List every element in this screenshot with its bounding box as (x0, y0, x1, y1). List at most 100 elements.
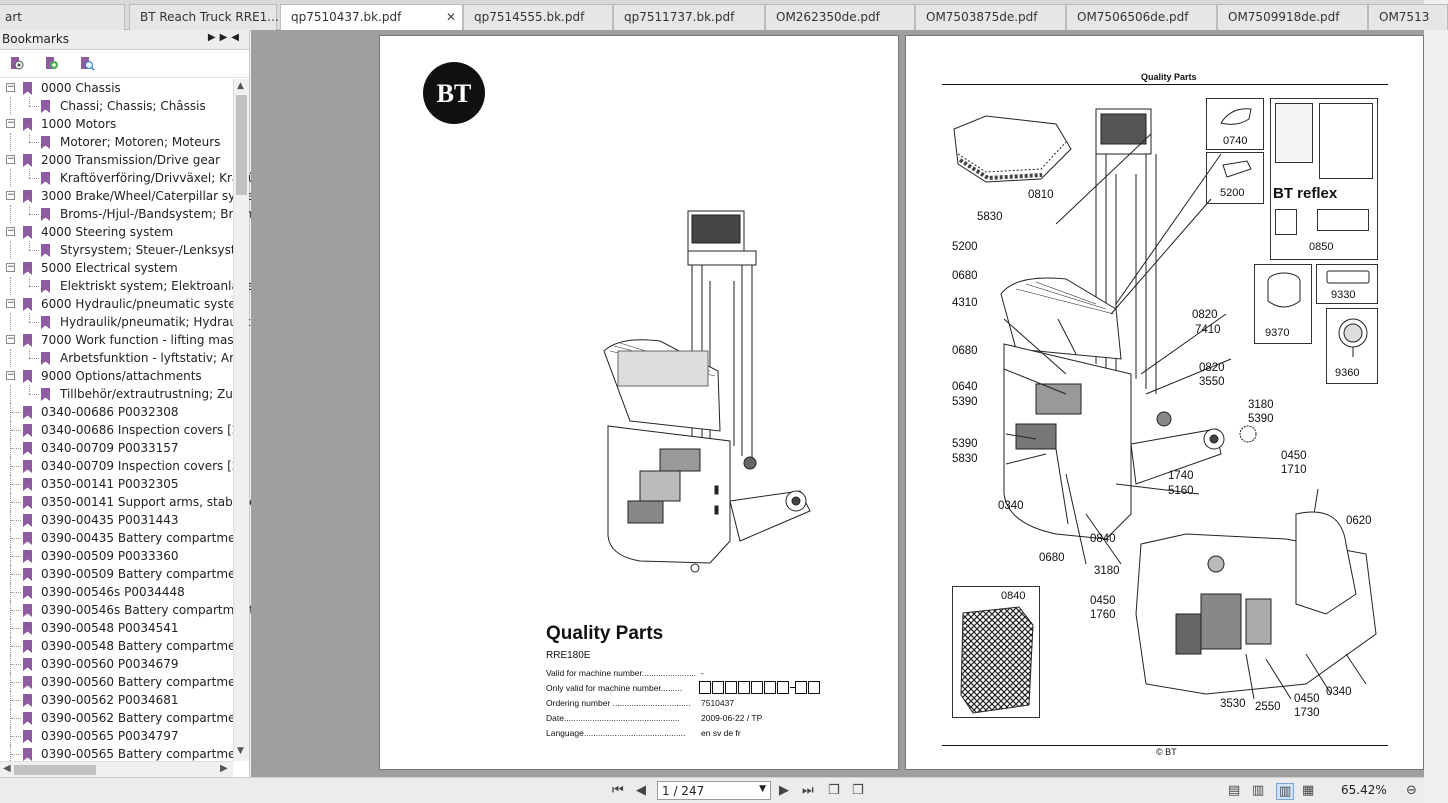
bookmark-item[interactable]: −2000 Transmission/Drive gear (0, 151, 233, 169)
add-bookmark-icon[interactable] (44, 56, 60, 72)
bookmark-item[interactable]: 0350-00141 P0032305 (0, 475, 233, 493)
collapse-toggle-icon[interactable]: − (6, 190, 15, 200)
bookmark-subitem[interactable]: Styrsystem; Steuer-/Lenksyster (0, 241, 248, 259)
bookmark-subitem[interactable]: Chassi; Chassis; Châssis (0, 97, 233, 115)
bookmark-subitem[interactable]: Broms-/Hjul-/Bandsystem; Brem (0, 205, 252, 223)
scroll-up-icon[interactable]: ▲ (237, 81, 244, 91)
bookmark-subitem[interactable]: Elektriskt system; Elektroanlage (0, 277, 254, 295)
last-page-icon[interactable]: ⏭ (802, 783, 814, 798)
first-page-icon[interactable]: ⏮ (612, 783, 624, 798)
bookmark-item[interactable]: 0390-00435 P0031443 (0, 511, 233, 529)
bookmark-subitem[interactable]: Hydraulik/pneumatik; Hydraulika (0, 313, 258, 331)
scroll-right-icon[interactable]: ▶ (220, 763, 228, 774)
bookmark-settings-icon[interactable] (9, 56, 25, 72)
collapse-toggle-icon[interactable]: − (6, 262, 15, 272)
bookmark-item[interactable]: −5000 Electrical system (0, 259, 233, 277)
bookmark-item[interactable]: 0390-00560 P0034679 (0, 655, 233, 673)
tab-6[interactable]: OM7503875de.pdf (915, 4, 1066, 30)
document-view[interactable]: BT Quality Parts RRE180E Valid for (251, 30, 1424, 777)
bookmark-label: 0390-00560 Battery compartment (41, 675, 248, 689)
bookmark-item[interactable]: −1000 Motors (0, 115, 233, 133)
bookmark-item[interactable]: 0390-00435 Battery compartment (0, 529, 248, 547)
bookmark-item[interactable]: 0350-00141 Support arms, stabilize (0, 493, 256, 511)
bookmark-subitem[interactable]: Tillbehör/extrautrustning; Zube (0, 385, 248, 403)
bookmark-item[interactable]: 0390-00565 Battery compartment (0, 745, 248, 763)
bookmark-item[interactable]: − 9000 Options/attachments (0, 367, 233, 385)
collapse-toggle-icon[interactable]: − (6, 154, 15, 164)
bookmark-item[interactable]: 0390-00509 P0033360 (0, 547, 233, 565)
bookmark-item[interactable]: 0340-00686 Inspection covers [20 (0, 421, 247, 439)
bookmark-item[interactable]: −3000 Brake/Wheel/Caterpillar syste (0, 187, 254, 205)
panel-controls[interactable]: ▶▶◀ (208, 32, 243, 43)
zoom-out-icon[interactable]: ⊖ (1406, 783, 1417, 798)
previous-page-icon[interactable]: ◀ (636, 783, 646, 798)
scroll-down-icon[interactable]: ▼ (237, 746, 244, 756)
tab-1[interactable]: BT Reach Truck RRE1... (129, 4, 279, 30)
chevron-down-icon[interactable]: ▼ (759, 784, 766, 794)
bookmark-item[interactable]: 0390-00562 Battery compartment (0, 709, 248, 727)
collapse-toggle-icon[interactable]: − (6, 334, 15, 344)
vertical-scrollbar[interactable]: ▲ ▼ (233, 79, 249, 761)
bookmark-item[interactable]: 0390-00548 Battery compartment (0, 637, 248, 655)
bookmark-item[interactable]: −7000 Work function - lifting masts (0, 331, 245, 349)
page-number-value: 1 / 247 (662, 784, 705, 798)
tab-4[interactable]: qp7511737.bk.pdf (613, 4, 765, 30)
part-callout: 5200 (952, 241, 978, 253)
scroll-thumb[interactable] (236, 95, 247, 195)
continuous-facing-icon[interactable]: ▦ (1302, 783, 1315, 798)
next-page-icon[interactable]: ▶ (779, 783, 789, 798)
part-box-0850: BT reflex 0850 (1270, 98, 1378, 260)
single-page-view-icon[interactable]: ▤ (1228, 783, 1241, 798)
bookmark-item[interactable]: −6000 Hydraulic/pneumatic system (0, 295, 247, 313)
digit-box (712, 681, 724, 694)
tab-0[interactable]: art (0, 4, 125, 30)
bookmark-subitem[interactable]: Motorer; Motoren; Moteurs (0, 133, 233, 151)
horizontal-scrollbar[interactable]: ◀ ▶ (0, 761, 233, 777)
bookmark-item[interactable]: 0390-00565 P0034797 (0, 727, 233, 745)
bookmark-subitem[interactable]: Kraftöverföring/Drivväxel; Kraftü (0, 169, 256, 187)
tree-connector (11, 592, 21, 593)
bookmark-item[interactable]: 0390-00548 P0034541 (0, 619, 233, 637)
bookmark-label: 0390-00548 Battery compartment (41, 639, 248, 653)
digit-box (795, 681, 807, 694)
bookmark-item[interactable]: 0390-00560 Battery compartment (0, 673, 248, 691)
collapse-toggle-icon[interactable]: − (6, 82, 15, 92)
expand-panel-icon[interactable]: ▶▶ (207, 32, 232, 43)
tree-connector (10, 349, 11, 367)
bookmark-item[interactable]: 0390-00546s P0034448 (0, 583, 233, 601)
part-callout: 1730 (1294, 707, 1320, 719)
tab-3[interactable]: qp7514555.bk.pdf (463, 4, 613, 30)
h-scroll-thumb[interactable] (14, 765, 96, 775)
bookmark-item[interactable]: 0390-00546s Battery compartment (0, 601, 254, 619)
facing-view-icon[interactable]: ▥ (1276, 783, 1295, 800)
copy-icon[interactable]: ❐ (828, 783, 840, 798)
tab-5[interactable]: OM262350de.pdf (765, 4, 915, 30)
collapse-toggle-icon[interactable]: − (6, 370, 15, 380)
scroll-left-icon[interactable]: ◀ (3, 763, 11, 774)
collapse-toggle-icon[interactable]: − (6, 118, 15, 128)
zoom-level[interactable]: 65.42% (1341, 783, 1387, 797)
tab-9[interactable]: OM7513 (1368, 4, 1448, 30)
page-number-input[interactable]: 1 / 247 ▼ (657, 781, 771, 800)
bookmark-subitem[interactable]: Arbetsfunktion - lyftstativ; Arbe (0, 349, 249, 367)
tab-2[interactable]: qp7510437.bk.pdf✕ (280, 4, 463, 31)
tab-7[interactable]: OM7506506de.pdf (1066, 4, 1217, 30)
paste-icon[interactable]: ❐ (852, 783, 864, 798)
bookmark-item[interactable]: 0340-00709 Inspection covers [20 (0, 457, 247, 475)
bookmark-label: 9000 Options/attachments (41, 369, 202, 383)
collapse-panel-icon[interactable]: ◀ (231, 32, 243, 43)
bookmark-search-icon[interactable] (79, 56, 95, 72)
tree-connector (10, 439, 11, 457)
close-icon[interactable]: ✕ (445, 10, 456, 24)
tab-8[interactable]: OM7509918de.pdf (1217, 4, 1368, 30)
bookmark-item[interactable]: 0340-00686 P0032308 (0, 403, 233, 421)
bookmark-item[interactable]: 0390-00509 Battery compartment (0, 565, 248, 583)
bookmark-item[interactable]: −0000 Chassis (0, 79, 233, 97)
bookmark-item[interactable]: 0390-00562 P0034681 (0, 691, 233, 709)
bookmark-item[interactable]: 0340-00709 P0033157 (0, 439, 233, 457)
collapse-toggle-icon[interactable]: − (6, 226, 15, 236)
continuous-view-icon[interactable]: ▥ (1252, 783, 1265, 798)
part-0840-mesh-icon (960, 606, 1034, 714)
collapse-toggle-icon[interactable]: − (6, 298, 15, 308)
bookmark-item[interactable]: −4000 Steering system (0, 223, 233, 241)
